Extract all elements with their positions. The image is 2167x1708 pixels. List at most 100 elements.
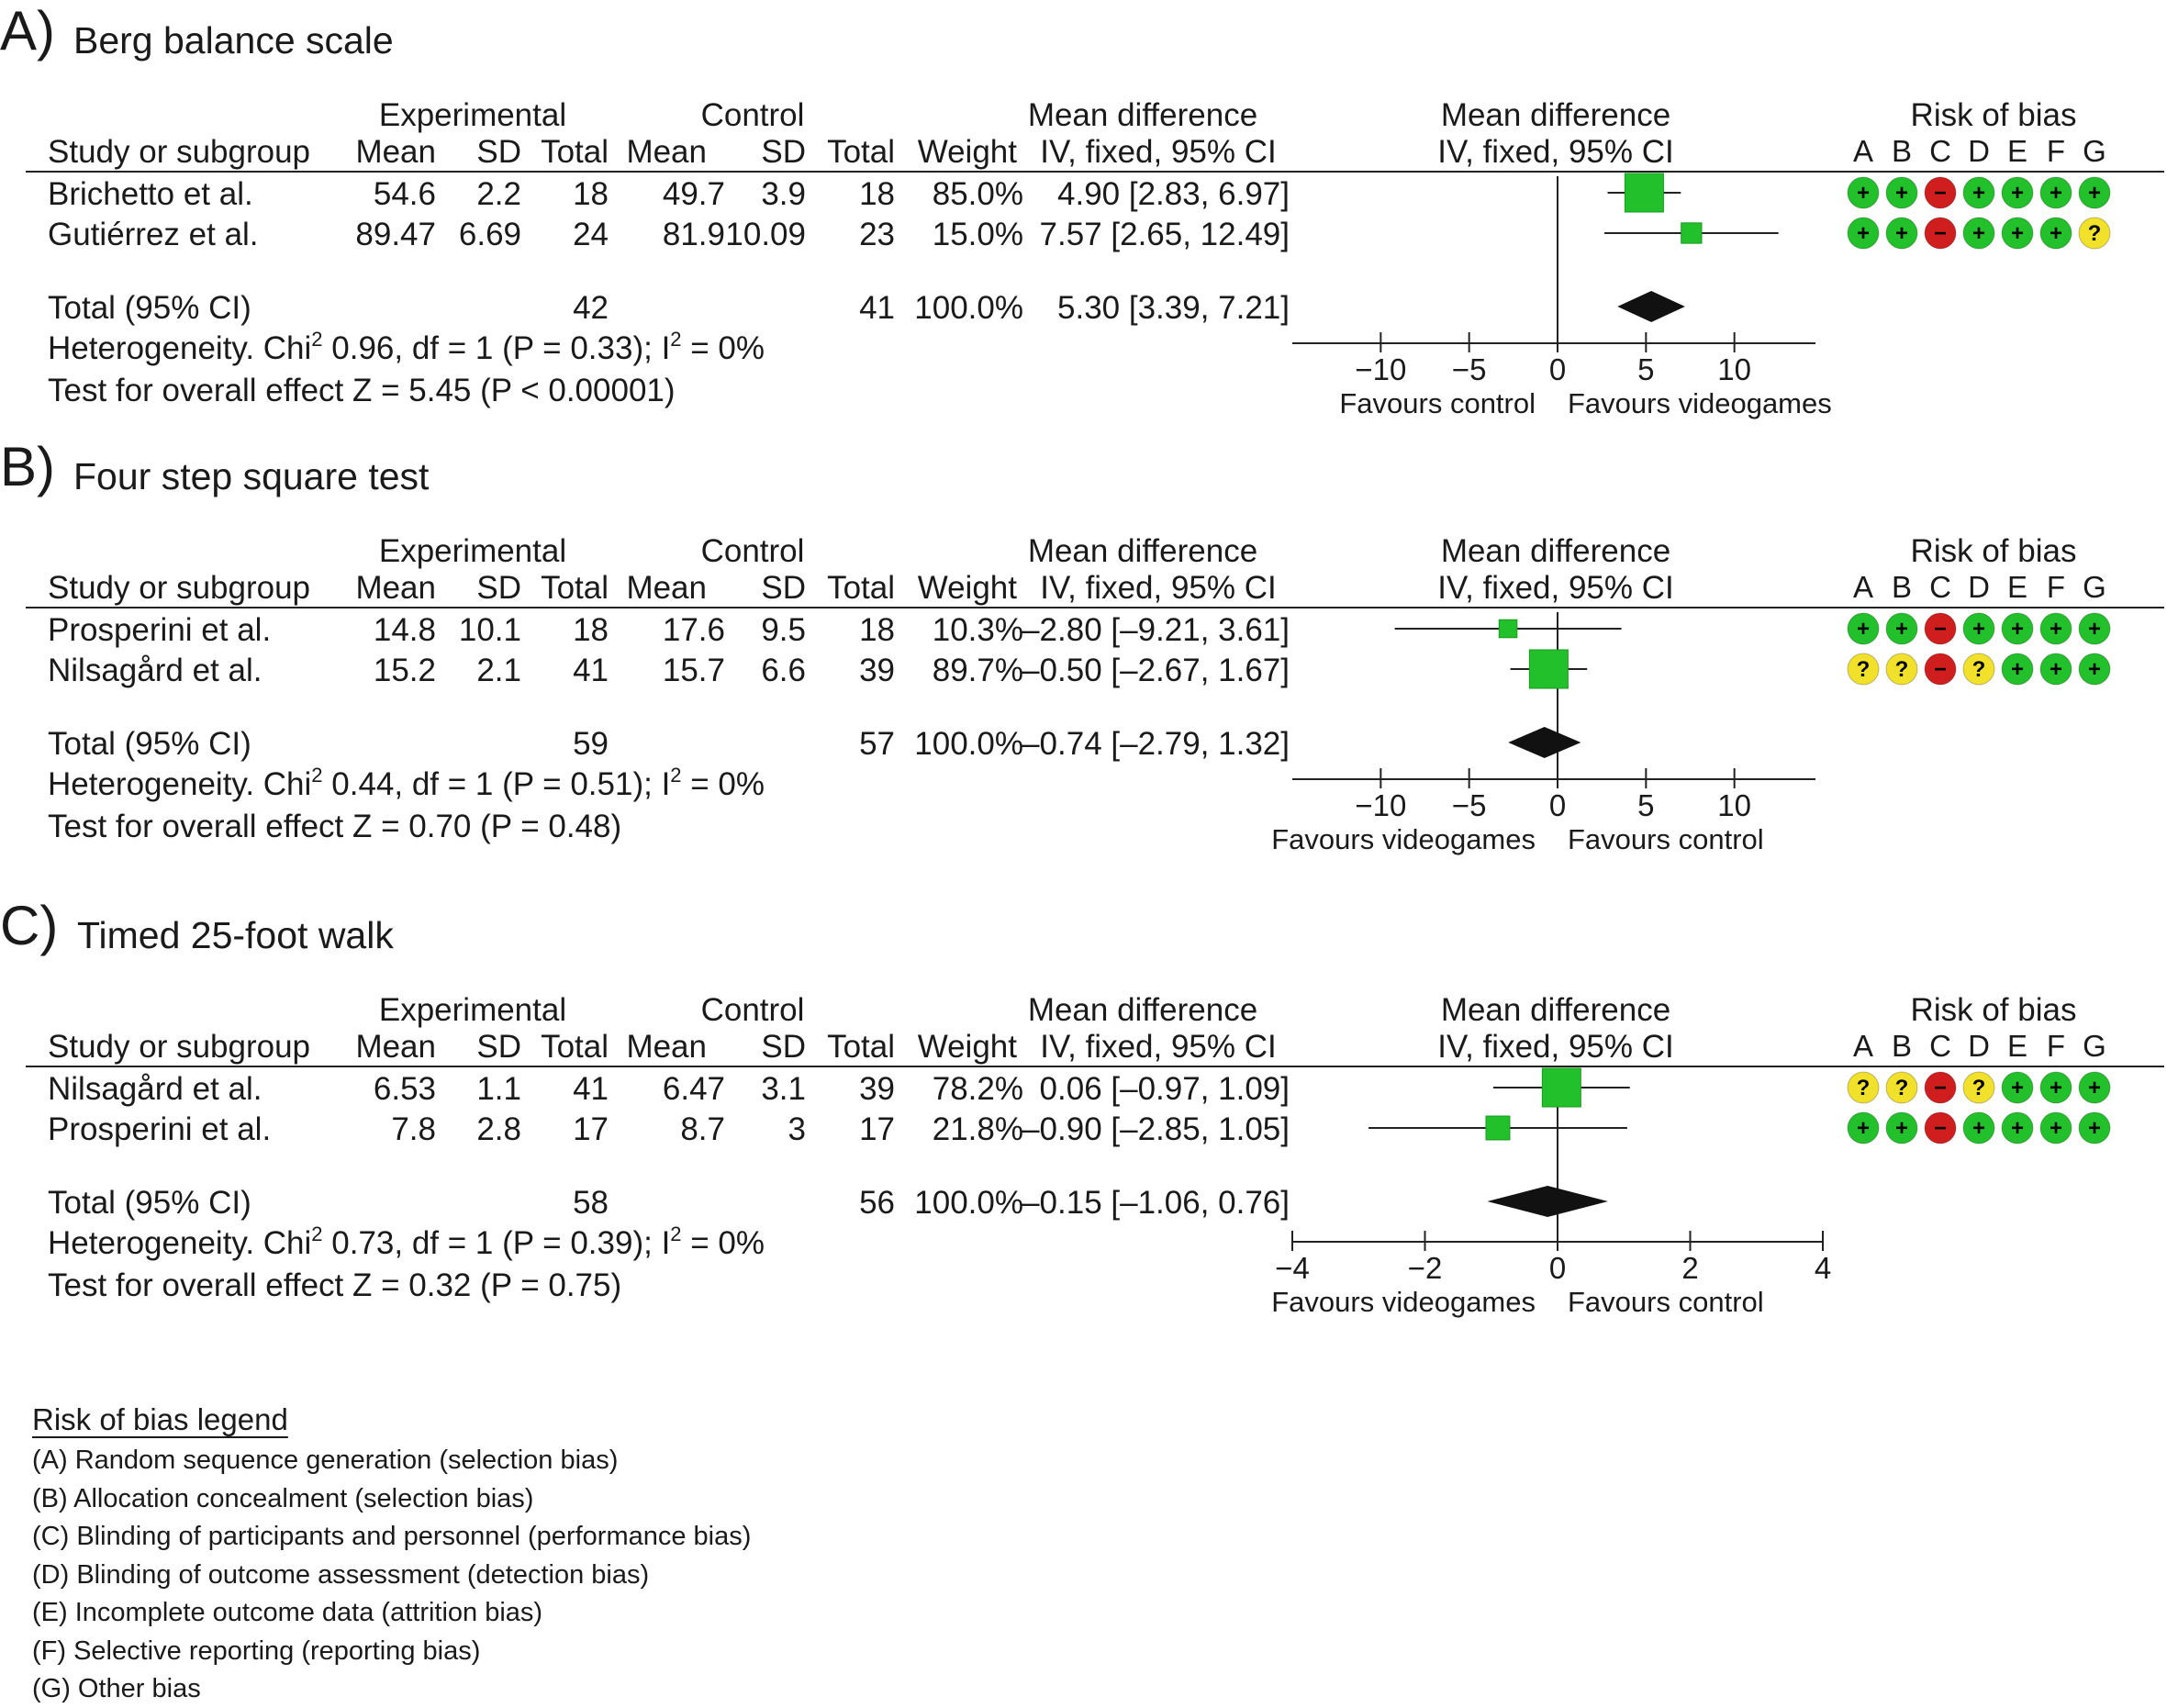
exp-sd: 2.1 <box>476 653 521 688</box>
ci-text: –0.50 [–2.67, 1.67] <box>1022 653 1290 688</box>
effect-square <box>1528 649 1569 689</box>
effect-square <box>1681 222 1703 244</box>
study-name: Prosperini et al. <box>48 612 272 648</box>
rob-symbol: + <box>1895 617 1908 642</box>
rob-circle-low <box>2001 612 2034 645</box>
rob-symbol: ? <box>1857 657 1871 682</box>
ctl-sd: 6.6 <box>761 653 806 688</box>
rob-symbol: + <box>2050 617 2062 642</box>
rob-symbol: − <box>1934 657 1947 682</box>
rob-circle-high <box>1924 176 1957 209</box>
mean-difference-header: Mean difference <box>1027 97 1258 133</box>
rob-symbol: + <box>2050 181 2062 206</box>
panel-title: Timed 25-foot walk <box>77 914 394 956</box>
rob-symbol: + <box>2050 221 2062 246</box>
rob-circle-high <box>1924 653 1957 686</box>
legend-item: (A) Random sequence generation (selectio… <box>32 1446 619 1475</box>
ctl-total: 18 <box>859 176 895 212</box>
risk-of-bias-header: Risk of bias <box>1910 533 2077 569</box>
effect-square <box>1498 619 1518 639</box>
weight-header: Weight <box>917 570 1017 606</box>
plot-method-header: IV, fixed, 95% CI <box>1437 1029 1674 1065</box>
rob-letter-b: B <box>1891 134 1912 168</box>
exp-mean-header: Mean <box>355 134 436 170</box>
rob-circle-low <box>2039 217 2072 250</box>
x-tick-label: 2 <box>1681 1251 1699 1285</box>
rob-circle-low <box>2001 176 2034 209</box>
risk-of-bias-header: Risk of bias <box>1910 97 2077 133</box>
ctl-mean-header: Mean <box>626 134 707 170</box>
rob-symbol: + <box>1972 617 1985 642</box>
rob-symbol: − <box>1934 1076 1947 1100</box>
x-tick-label: 5 <box>1637 788 1655 822</box>
rob-letter-c: C <box>1929 570 1951 604</box>
rob-circle-high <box>1924 1111 1957 1144</box>
rob-letter-d: D <box>1968 570 1990 604</box>
total-weight: 100.0% <box>914 726 1023 762</box>
total-ctl: 57 <box>859 726 895 762</box>
rob-symbol: ? <box>1972 1076 1986 1100</box>
rob-circle-low <box>2001 1111 2034 1144</box>
heterogeneity-mid: 0.96, df = 1 (P = 0.33); I <box>322 330 671 366</box>
rob-circle-unclear <box>1962 653 1995 686</box>
rob-symbol: + <box>2011 657 2024 682</box>
rob-letter-b: B <box>1891 570 1912 604</box>
control-header: Control <box>700 992 805 1028</box>
rob-circle-low <box>2078 612 2111 645</box>
favours-left-label: Favours control <box>1339 387 1536 419</box>
rob-symbol: + <box>1857 1116 1870 1141</box>
heterogeneity-sup2: 2 <box>670 1222 682 1245</box>
rob-symbol: + <box>2088 617 2101 642</box>
heterogeneity-sup2: 2 <box>670 764 682 787</box>
ci-text: –0.90 [–2.85, 1.05] <box>1022 1111 1290 1147</box>
rob-symbol: + <box>2011 221 2024 246</box>
heterogeneity-post: = 0% <box>681 766 765 802</box>
ctl-total-header: Total <box>827 1029 895 1065</box>
panel-letter: B) <box>0 436 55 497</box>
rob-symbol: + <box>1972 221 1985 246</box>
ctl-mean-header: Mean <box>626 570 707 606</box>
rob-symbol: ? <box>1895 1076 1909 1100</box>
favours-left-label: Favours videogames <box>1271 823 1536 855</box>
ctl-sd: 3 <box>787 1111 806 1147</box>
control-header: Control <box>700 97 805 133</box>
rob-circle-low <box>1962 176 1995 209</box>
risk-of-bias-header: Risk of bias <box>1910 992 2077 1028</box>
heterogeneity-mid: 0.73, df = 1 (P = 0.39); I <box>322 1225 671 1261</box>
ctl-mean: 49.7 <box>662 176 725 212</box>
ctl-sd-header: SD <box>761 1029 806 1065</box>
heterogeneity-sup1: 2 <box>311 764 323 787</box>
rob-circle-unclear <box>1962 1071 1995 1104</box>
ctl-total: 23 <box>859 217 895 252</box>
favours-left-label: Favours videogames <box>1271 1286 1536 1318</box>
exp-mean: 89.47 <box>355 217 436 252</box>
header-rule <box>26 607 2164 608</box>
control-header: Control <box>700 533 805 569</box>
rob-circle-low <box>1847 1111 1880 1144</box>
forest-plot: ++−++++??−?+++ <box>1292 612 2111 788</box>
rob-symbol: + <box>2088 1076 2101 1100</box>
rob-symbol: + <box>1895 181 1908 206</box>
weight: 15.0% <box>932 217 1023 252</box>
rob-symbol: − <box>1934 181 1947 206</box>
rob-symbol: ? <box>1972 657 1986 682</box>
exp-total-header: Total <box>541 570 609 606</box>
rob-circle-low <box>1885 1111 1918 1144</box>
ctl-mean: 81.9 <box>662 217 725 252</box>
rob-letter-a: A <box>1852 134 1873 168</box>
rob-symbol: + <box>2088 657 2101 682</box>
total-exp: 59 <box>573 726 609 762</box>
plot-mean-difference-header: Mean difference <box>1440 97 1671 133</box>
x-tick-label: 0 <box>1548 788 1567 822</box>
ctl-total-header: Total <box>827 570 895 606</box>
rob-circle-low <box>2039 653 2072 686</box>
ctl-total: 17 <box>859 1111 895 1147</box>
total-ci-text: –0.74 [–2.79, 1.32] <box>1022 726 1290 762</box>
exp-sd: 1.1 <box>476 1071 521 1107</box>
rob-symbol: + <box>2011 1116 2024 1141</box>
study-name: Nilsagård et al. <box>48 1071 262 1107</box>
rob-letter-c: C <box>1929 1029 1951 1063</box>
rob-circle-low <box>2039 1071 2072 1104</box>
ctl-sd: 3.9 <box>761 176 806 212</box>
exp-sd: 2.2 <box>476 176 521 212</box>
